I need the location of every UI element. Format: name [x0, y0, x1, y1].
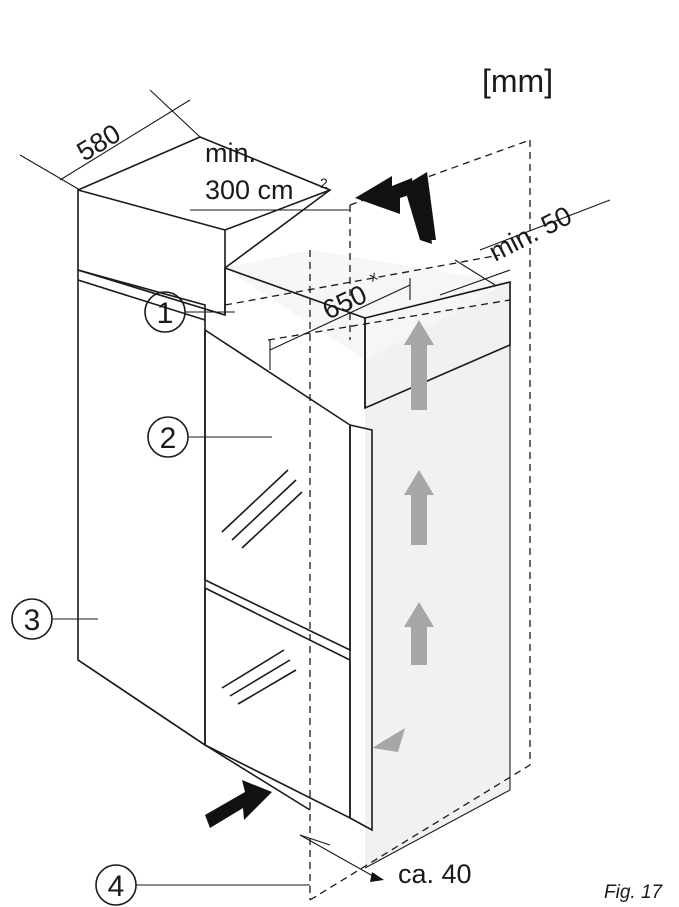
vent-area-label: 300 cm	[205, 175, 294, 205]
callout-1: 1	[144, 291, 235, 333]
vent-area-sup: 2	[320, 175, 328, 191]
dimension-580-label: 580	[72, 118, 126, 167]
dimension-ca-40-label: ca. 40	[398, 859, 472, 889]
dimension-min-50-label: min. 50	[484, 200, 577, 267]
callout-4-number: 4	[108, 870, 125, 903]
vent-min-label: min.	[205, 138, 256, 168]
unit-label: [mm]	[482, 63, 553, 99]
air-inlet-arrow	[205, 780, 272, 828]
figure-label: Fig. 17	[604, 882, 664, 903]
side-panel	[77, 268, 206, 747]
dimension-ca-40: ca. 40	[299, 834, 472, 889]
callout-4: 4	[95, 864, 310, 906]
airflow-arrow	[372, 320, 434, 752]
appliance-doors	[204, 328, 373, 832]
plinth	[77, 659, 311, 811]
callout-3-number: 3	[24, 604, 41, 637]
dimension-580: 580	[19, 89, 201, 191]
air-outlet-arrow	[355, 172, 436, 244]
callout-1-number: 1	[157, 297, 174, 330]
callout-2: 2	[147, 416, 272, 458]
callout-2-number: 2	[160, 422, 177, 455]
callout-3: 3	[11, 598, 98, 640]
vent-area-callout: min. 300 cm 2	[190, 138, 350, 211]
